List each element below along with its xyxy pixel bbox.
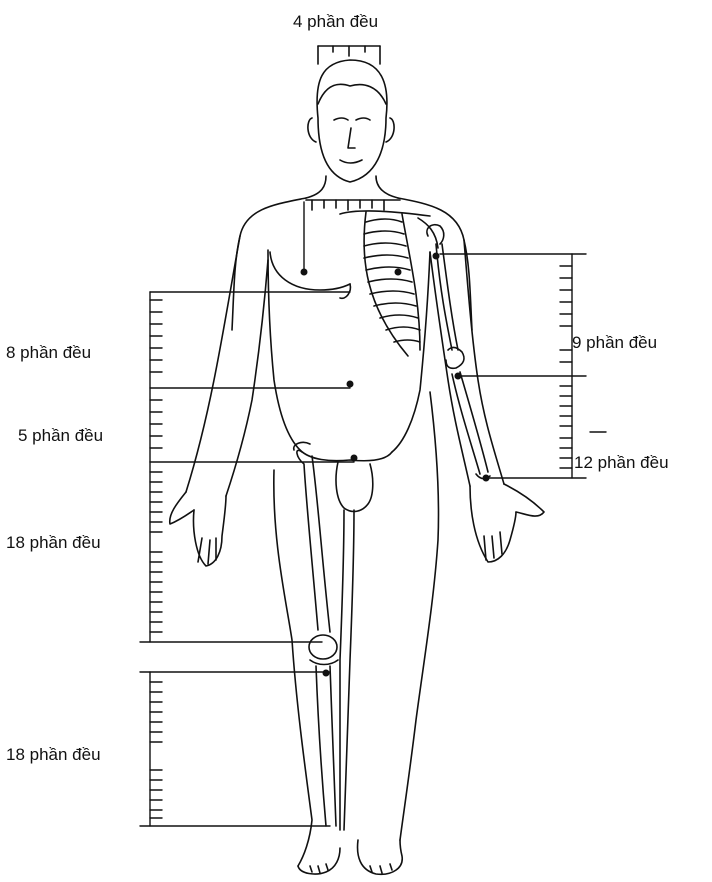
forearm-length-label: 12 phần đều: [574, 454, 669, 471]
shoulder-scale: [306, 200, 430, 216]
head-outline: [308, 60, 394, 182]
pelvis-outline: [294, 442, 392, 511]
right-measure-scale: [440, 254, 606, 478]
legs-outline: [274, 392, 439, 874]
upper-arm-length-label: 9 phần đều: [572, 334, 657, 351]
thigh-length-label: 18 phần đều: [6, 534, 101, 551]
navel-to-pubis-label: 5 phần đều: [18, 427, 103, 444]
chest-to-navel-label: 8 phần đều: [6, 344, 91, 361]
right-arm-outline: [427, 225, 544, 562]
left-arm-outline: [170, 236, 268, 566]
head-width-scale: [318, 46, 380, 64]
shin-length-label: 18 phần đều: [6, 746, 101, 763]
head-width-label: 4 phần đều: [293, 13, 378, 30]
torso-outline: [232, 176, 472, 452]
landmark-points: [301, 253, 490, 677]
